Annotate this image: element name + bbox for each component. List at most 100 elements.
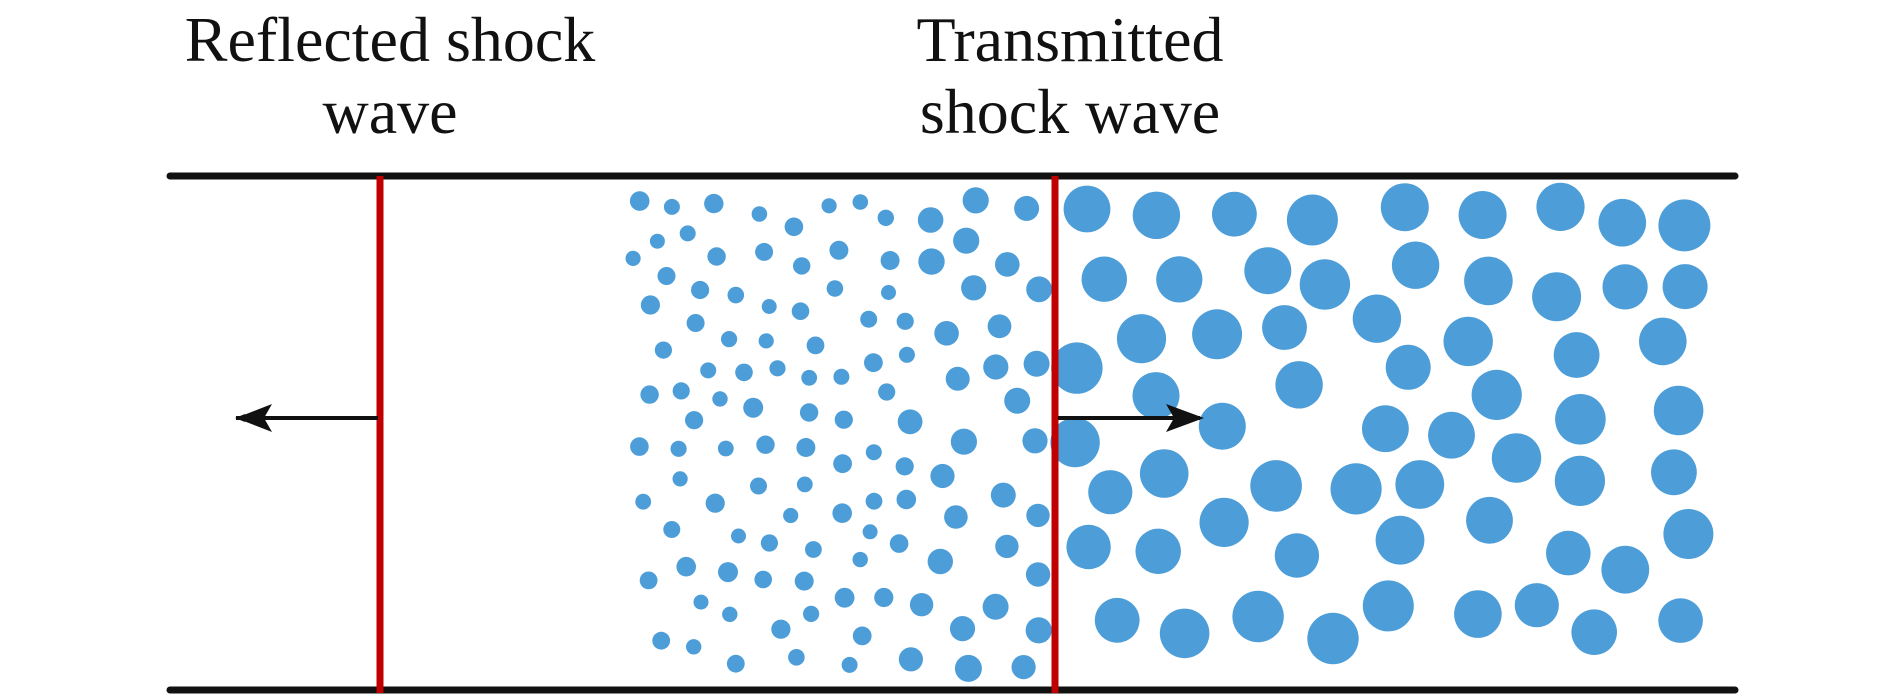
particle-small — [880, 251, 900, 270]
particle-small — [832, 503, 852, 523]
unshocked-particle-region — [1050, 182, 1714, 665]
particle-small — [806, 336, 825, 355]
particle-small — [961, 275, 987, 301]
particle-small — [897, 409, 923, 435]
particle-small — [945, 366, 970, 391]
particle-small — [874, 587, 894, 608]
particle-small — [760, 534, 779, 552]
particle-small — [1011, 655, 1036, 680]
particle-small — [705, 493, 725, 513]
compressed-particle-region — [625, 187, 1052, 682]
particle-small — [953, 227, 980, 254]
particle-small — [679, 225, 696, 242]
particle-large — [1639, 317, 1687, 366]
particle-small — [833, 454, 852, 474]
particle-small — [803, 605, 820, 623]
transmitted-label-line-2: shock wave — [919, 76, 1221, 147]
particle-small — [877, 209, 894, 226]
particle-large — [1546, 530, 1591, 576]
particle-small — [791, 302, 810, 321]
particle-small — [640, 385, 659, 404]
particle-large — [1274, 533, 1320, 578]
particle-small — [663, 198, 680, 215]
particle-large — [1135, 528, 1181, 574]
particle-large — [1385, 344, 1431, 390]
particle-large — [1454, 590, 1502, 638]
particle-large — [1491, 433, 1542, 483]
particle-large — [1199, 497, 1249, 547]
particle-small — [796, 438, 816, 457]
particle-small — [983, 354, 1009, 380]
particle-small — [934, 321, 959, 346]
particle-large — [1514, 583, 1559, 628]
particle-small — [750, 477, 767, 495]
particle-small — [917, 207, 944, 233]
particle-small — [672, 471, 688, 487]
particle-large — [1275, 361, 1323, 409]
particle-large — [1198, 402, 1246, 450]
particle-small — [707, 247, 726, 266]
particle-small — [889, 534, 909, 553]
particle-large — [1250, 460, 1302, 512]
particle-large — [1395, 460, 1445, 509]
particle-small — [865, 492, 883, 510]
particle-small — [794, 571, 814, 591]
particle-small — [629, 191, 650, 211]
particle-small — [878, 383, 896, 401]
particle-small — [670, 440, 687, 457]
reflected-shock-wave-label: Reflected shock wave — [160, 4, 620, 148]
particle-large — [1352, 294, 1402, 343]
particle-large — [1464, 256, 1513, 306]
particle-large — [1286, 194, 1338, 246]
particle-large — [1536, 182, 1585, 231]
particle-large — [1094, 597, 1140, 643]
particle-small — [898, 647, 924, 672]
particle-large — [1116, 314, 1167, 364]
particle-small — [930, 463, 955, 489]
particle-large — [1299, 259, 1351, 310]
particle-large — [1159, 608, 1210, 659]
particle-large — [1601, 545, 1650, 594]
particle-small — [1004, 387, 1031, 414]
particle-large — [1088, 470, 1133, 515]
particle-large — [1598, 198, 1647, 247]
particle-small — [895, 457, 914, 476]
particle-small — [654, 341, 673, 359]
particle-large — [1212, 191, 1257, 237]
particle-small — [982, 593, 1009, 620]
particle-small — [727, 286, 745, 304]
particle-small — [1022, 428, 1048, 454]
particle-large — [1081, 256, 1128, 302]
particle-large — [1555, 394, 1606, 445]
particle-small — [712, 391, 728, 407]
particle-large — [1139, 449, 1189, 498]
particle-small — [756, 435, 775, 454]
particle-small — [1026, 276, 1052, 303]
particle-small — [769, 360, 786, 377]
particle-small — [793, 257, 811, 275]
particle-small — [783, 507, 799, 524]
particle-large — [1466, 496, 1513, 544]
particle-small — [751, 206, 768, 222]
particle-small — [686, 639, 702, 655]
particle-small — [649, 233, 665, 249]
particle-large — [1658, 598, 1703, 643]
particle-large — [1244, 247, 1292, 295]
particle-large — [1375, 515, 1425, 565]
particle-large — [1132, 372, 1180, 420]
particle-small — [896, 312, 914, 330]
particle-large — [1553, 332, 1600, 378]
particle-small — [726, 654, 745, 673]
particle-small — [909, 593, 934, 617]
particle-large — [1362, 580, 1414, 632]
particle-large — [1391, 241, 1440, 289]
particle-large — [1428, 411, 1475, 459]
particle-large — [1362, 405, 1409, 453]
particle-small — [826, 280, 844, 297]
particle-small — [834, 410, 853, 429]
particle-small — [652, 631, 671, 650]
particle-small — [685, 411, 704, 430]
particle-small — [834, 587, 855, 608]
shock-fronts — [376, 176, 1059, 693]
